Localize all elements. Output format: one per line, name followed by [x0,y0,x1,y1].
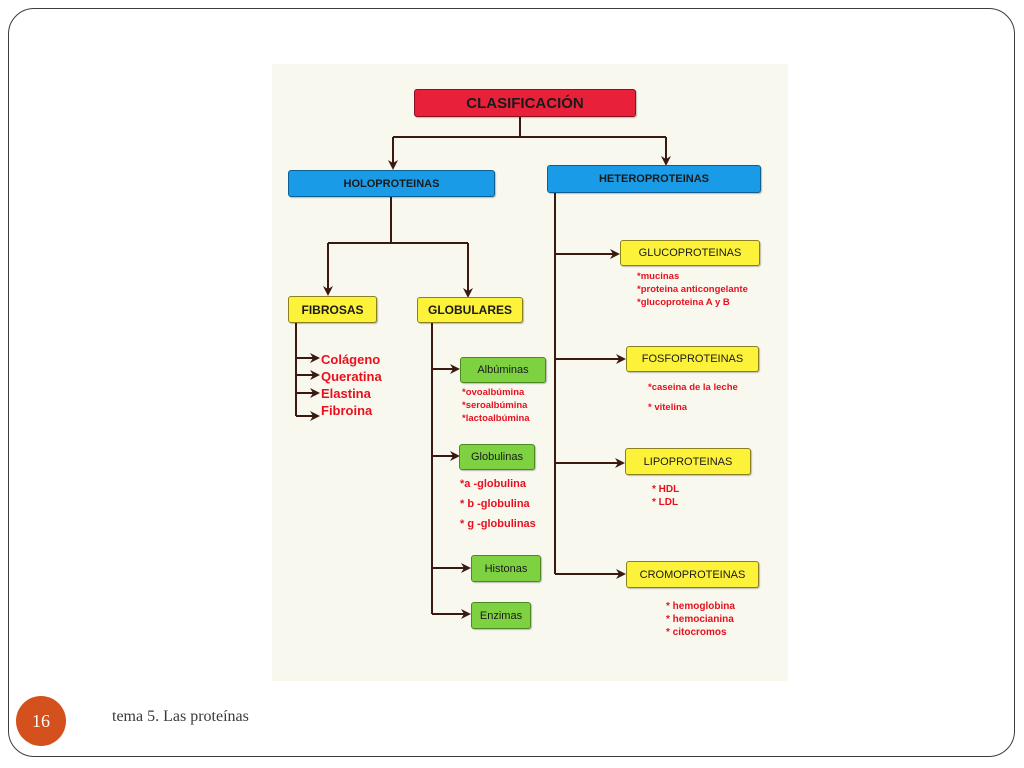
lipoproteinas-box: LIPOPROTEINAS [625,448,751,475]
connector-lines [295,117,671,619]
list-item: * HDL [652,484,680,495]
fosfoproteinas-examples: *caseina de la leche * vitelina [648,378,738,418]
list-item: * vitelina [648,402,688,413]
list-item: Queratina [321,369,382,384]
title-box: CLASIFICACIÓN [414,89,636,117]
list-item: *a -globulina [460,478,526,490]
list-item: *seroalbúmina [462,400,528,411]
list-item: *ovoalbúmina [462,387,525,398]
globulares-box: GLOBULARES [417,297,523,323]
fibrosas-box: FIBROSAS [288,296,377,323]
list-item: * hemocianina [666,614,734,625]
cromoproteinas-examples: * hemoglobina * hemocianina * citocromos [666,600,735,639]
histonas-box: Histonas [471,555,541,582]
slide-number-badge: 16 [16,696,66,746]
list-item: *mucinas [637,271,680,282]
list-item: * b -globulina [460,498,530,510]
heteroproteinas-box: HETEROPROTEINAS [547,165,761,193]
list-item: *caseina de la leche [648,382,738,393]
list-item: *proteina anticongelante [637,284,748,295]
fosfoproteinas-box: FOSFOPROTEINAS [626,346,759,372]
enzimas-box: Enzimas [471,602,531,629]
list-item: Colágeno [321,352,381,367]
holoproteinas-box: HOLOPROTEINAS [288,170,495,197]
globulinas-box: Globulinas [459,444,535,470]
list-item: Elastina [321,386,371,401]
list-item: Fibroina [321,403,373,418]
list-item: * hemoglobina [666,601,735,612]
lipoproteinas-examples: * HDL * LDL [652,483,679,509]
cromoproteinas-box: CROMOPROTEINAS [626,561,759,588]
footer-title: tema 5. Las proteínas [112,708,249,725]
list-item: *lactoalbúmina [462,413,530,424]
fibrosas-examples: Colágeno Queratina Elastina Fibroina [321,351,382,419]
classification-diagram: CLASIFICACIÓN HOLOPROTEINAS HETEROPROTEI… [272,64,788,681]
glucoproteinas-examples: *mucinas *proteina anticongelante *gluco… [637,270,748,309]
list-item: * LDL [652,497,679,508]
globulinas-examples: *a -globulina * b -globulina * g -globul… [460,474,536,534]
albuminas-examples: *ovoalbúmina *seroalbúmina *lactoalbúmin… [462,386,530,425]
list-item: * g -globulinas [460,518,536,530]
glucoproteinas-box: GLUCOPROTEINAS [620,240,760,266]
list-item: * citocromos [666,627,727,638]
list-item: *glucoproteina A y B [637,297,730,308]
albuminas-box: Albúminas [460,357,546,383]
